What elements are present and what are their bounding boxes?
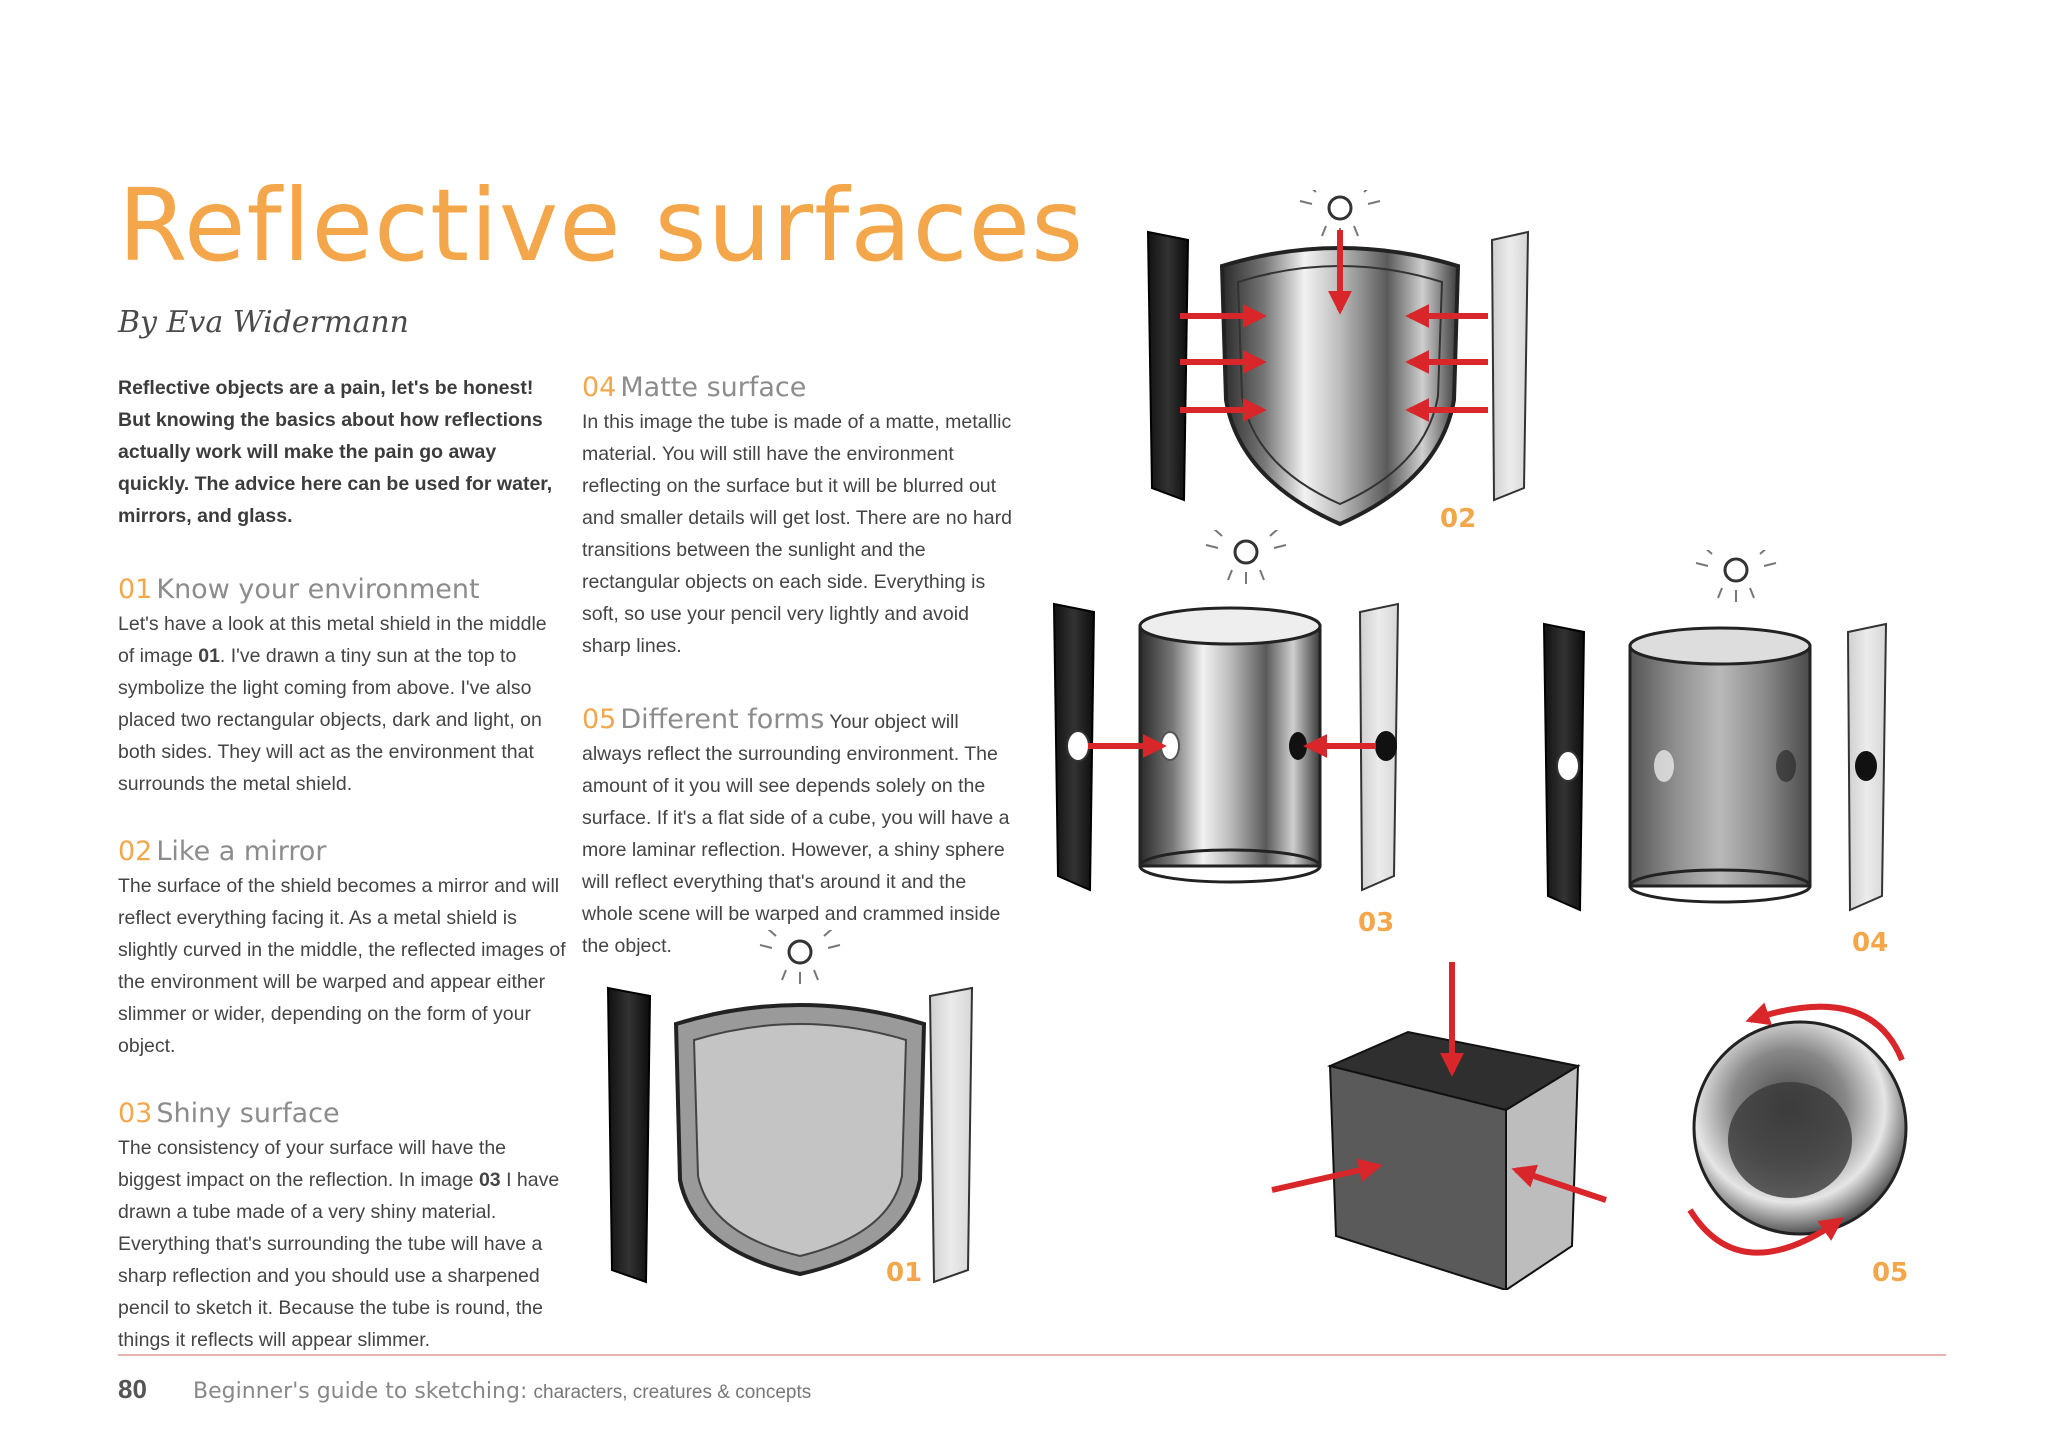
figure-05-cube-sphere bbox=[1271, 962, 1908, 1290]
body-text: I have drawn a tube made of a very shiny… bbox=[118, 1169, 560, 1351]
section-number: 05 bbox=[582, 704, 617, 735]
page-number: 80 bbox=[118, 1374, 147, 1404]
shield-shape bbox=[1219, 246, 1461, 527]
figure-label-03: 03 bbox=[1358, 908, 1395, 938]
section-title: Different forms bbox=[620, 704, 825, 735]
figure-01-shield bbox=[606, 930, 974, 1284]
byline: By Eva Widermann bbox=[118, 305, 409, 340]
section-body: The surface of the shield becomes a mirr… bbox=[118, 875, 566, 1057]
sun-icon bbox=[1695, 550, 1777, 602]
section-number: 04 bbox=[582, 372, 617, 403]
book-subtitle: characters, creatures & concepts bbox=[533, 1382, 812, 1403]
light-panel bbox=[1490, 230, 1530, 502]
footer: 80 Beginner's guide to sketching: charac… bbox=[118, 1374, 811, 1405]
sun-icon bbox=[759, 930, 841, 984]
figure-label-05: 05 bbox=[1872, 1258, 1909, 1288]
figure-label-04: 04 bbox=[1852, 928, 1889, 958]
section-title: Shiny surface bbox=[156, 1098, 340, 1129]
section-title: Know your environment bbox=[156, 574, 480, 605]
reflection-arrows bbox=[1271, 962, 1607, 1203]
body-text: The consistency of your surface will hav… bbox=[118, 1137, 507, 1191]
text-column-left: Reflective objects are a pain, let's be … bbox=[118, 372, 568, 1390]
section-body: The consistency of your surface will hav… bbox=[118, 1132, 568, 1356]
figure-label-02: 02 bbox=[1440, 504, 1477, 534]
dark-panel bbox=[606, 986, 652, 1284]
figure-04-matte-tube bbox=[1542, 550, 1888, 912]
section-number: 02 bbox=[118, 836, 153, 867]
body-text: Let's have a look at this metal shield i… bbox=[118, 613, 547, 667]
image-ref: 01 bbox=[198, 645, 220, 667]
dark-panel bbox=[1146, 230, 1190, 502]
section-body: In this image the tube is made of a matt… bbox=[582, 411, 1012, 657]
cube bbox=[1326, 1030, 1581, 1290]
intro-paragraph: Reflective objects are a pain, let's be … bbox=[118, 377, 553, 527]
figure-02-shiny-shield bbox=[1146, 190, 1530, 527]
section-title: Like a mirror bbox=[156, 836, 327, 867]
section-title: Matte surface bbox=[620, 372, 807, 403]
page-title: Reflective surfaces bbox=[118, 167, 1085, 284]
sphere-arrows bbox=[1687, 1002, 1905, 1256]
figure-label-01: 01 bbox=[886, 1258, 923, 1288]
sphere bbox=[1692, 1020, 1908, 1236]
section-body: Let's have a look at this metal shield i… bbox=[118, 608, 568, 800]
light-panel bbox=[928, 986, 974, 1284]
body-text: . I've drawn a tiny sun at the top to sy… bbox=[118, 645, 542, 795]
footer-rule bbox=[118, 1354, 1946, 1356]
image-ref: 03 bbox=[478, 1169, 501, 1191]
reflection-arrows bbox=[1180, 230, 1488, 422]
sun-icon bbox=[1299, 190, 1381, 240]
body-text: Your object will always reflect the surr… bbox=[582, 711, 1010, 957]
figure-03-shiny-tube bbox=[1052, 530, 1400, 892]
book-title: Beginner's guide to sketching: bbox=[193, 1379, 528, 1404]
sun-icon bbox=[1205, 530, 1287, 584]
section-number: 01 bbox=[118, 574, 153, 605]
section-number: 03 bbox=[118, 1098, 153, 1129]
